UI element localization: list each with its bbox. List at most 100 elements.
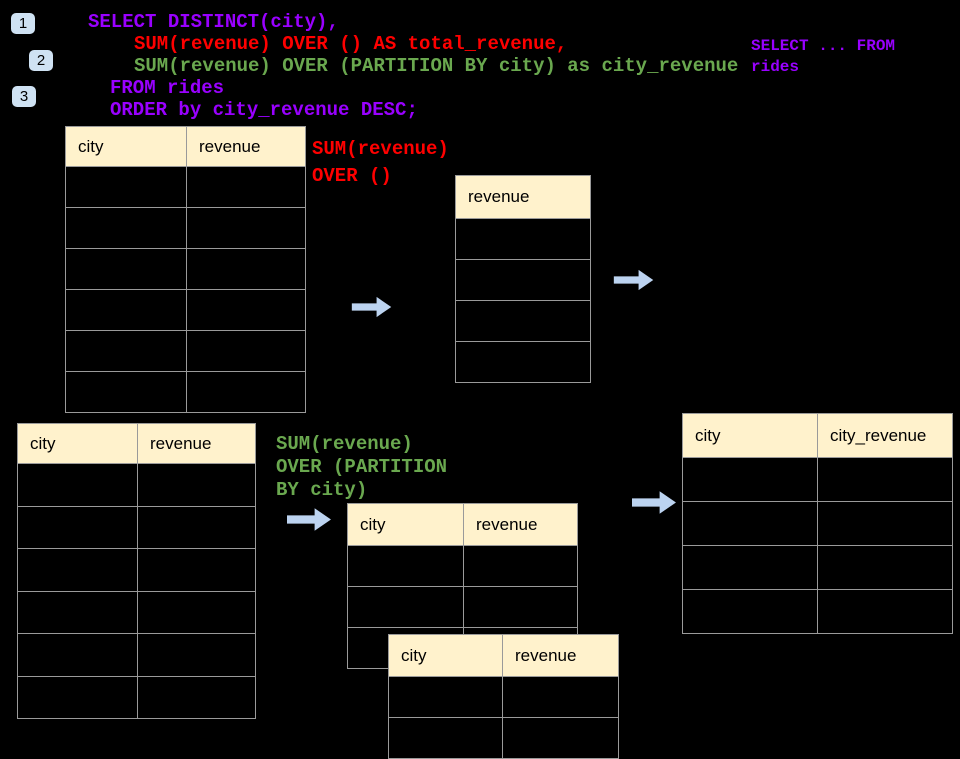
annotation-sum-partition-by: SUM(revenue) OVER (PARTITION BY city)	[276, 433, 448, 501]
table-cell-empty	[138, 591, 256, 634]
table-cell-empty	[456, 342, 591, 383]
table-cell-empty	[138, 506, 256, 549]
table-row	[18, 506, 256, 549]
sql-line-select: SELECT DISTINCT(city),	[88, 11, 339, 33]
table-cell-empty	[683, 590, 818, 634]
column-header-revenue: revenue	[138, 424, 256, 464]
table-row	[66, 208, 306, 249]
column-header-revenue: revenue	[503, 635, 619, 677]
column-header-city: city	[348, 504, 464, 546]
table-cell-empty	[187, 208, 306, 249]
table-row	[389, 677, 619, 718]
column-header-city: city	[683, 414, 818, 458]
table-row	[66, 372, 306, 413]
sql-line-from: FROM rides	[110, 77, 225, 99]
table-cell-empty	[683, 546, 818, 590]
table-row	[683, 502, 953, 546]
table-row	[18, 549, 256, 592]
table-row	[18, 634, 256, 677]
table-row	[18, 464, 256, 507]
table-cell-empty	[456, 260, 591, 301]
column-header-revenue: revenue	[464, 504, 578, 546]
table-row	[456, 342, 591, 383]
table-cell-empty	[18, 464, 138, 507]
table-cell-empty	[18, 549, 138, 592]
table-cell-empty	[187, 167, 306, 208]
table-cell-empty	[66, 290, 187, 331]
column-header-city: city	[18, 424, 138, 464]
table-cell-empty	[818, 546, 953, 590]
table-cell-empty	[818, 502, 953, 546]
table-cell-empty	[818, 590, 953, 634]
table-cell-empty	[503, 718, 619, 759]
table-cell-empty	[66, 372, 187, 413]
table-cell-empty	[187, 290, 306, 331]
table-row	[456, 219, 591, 260]
table-cell-empty	[18, 634, 138, 677]
table-cell-empty	[66, 167, 187, 208]
table-cell-empty	[18, 506, 138, 549]
table-header-row: revenue	[456, 176, 591, 219]
table-cell-empty	[66, 208, 187, 249]
table-row	[348, 546, 578, 587]
table-row	[348, 587, 578, 628]
column-header-city: city	[66, 127, 187, 167]
table-cell-empty	[503, 677, 619, 718]
table-cell-empty	[683, 458, 818, 502]
column-header-city_revenue: city_revenue	[818, 414, 953, 458]
annotation-sum-over-empty: SUM(revenue) OVER ()	[312, 138, 449, 187]
table-cell-empty	[138, 464, 256, 507]
sql-line-order-by: ORDER by city_revenue DESC;	[110, 99, 418, 121]
table-cell-empty	[389, 677, 503, 718]
table-cell-empty	[187, 372, 306, 413]
table-cell-empty	[66, 331, 187, 372]
table-row	[683, 546, 953, 590]
table-row	[66, 167, 306, 208]
table-total-revenue-result: revenue	[455, 175, 591, 383]
table-cell-empty	[456, 301, 591, 342]
table-row	[683, 458, 953, 502]
step-badge-1: 1	[11, 13, 35, 34]
arrow-right-icon	[287, 508, 331, 531]
table-cell-empty	[66, 249, 187, 290]
column-header-city: city	[389, 635, 503, 677]
step-badge-3: 3	[12, 86, 36, 107]
arrow-right-icon	[632, 491, 676, 514]
table-cell-empty	[18, 591, 138, 634]
table-row	[389, 718, 619, 759]
step-badge-2: 2	[29, 50, 53, 71]
arrow-right-icon	[351, 296, 392, 318]
table-row	[18, 591, 256, 634]
table-cell-empty	[456, 219, 591, 260]
table-cell-empty	[138, 676, 256, 719]
arrow-right-icon	[613, 269, 654, 291]
table-cell-empty	[18, 676, 138, 719]
table-row	[683, 590, 953, 634]
table-cell-empty	[348, 546, 464, 587]
annotation-select-from-rides: SELECT ... FROM rides	[751, 37, 896, 76]
table-row	[66, 249, 306, 290]
table-cell-empty	[187, 331, 306, 372]
sql-line-sum-over: SUM(revenue) OVER () AS total_revenue,	[134, 33, 568, 55]
table-row	[18, 676, 256, 719]
column-header-revenue: revenue	[456, 176, 591, 219]
table-cell-empty	[138, 634, 256, 677]
table-cell-empty	[683, 502, 818, 546]
table-cell-empty	[138, 549, 256, 592]
table-cell-empty	[348, 587, 464, 628]
table-cell-empty	[818, 458, 953, 502]
table-cell-empty	[464, 587, 578, 628]
table-row	[66, 290, 306, 331]
table-row	[66, 331, 306, 372]
table-row	[456, 301, 591, 342]
table-cell-empty	[187, 249, 306, 290]
table-cell-empty	[389, 718, 503, 759]
